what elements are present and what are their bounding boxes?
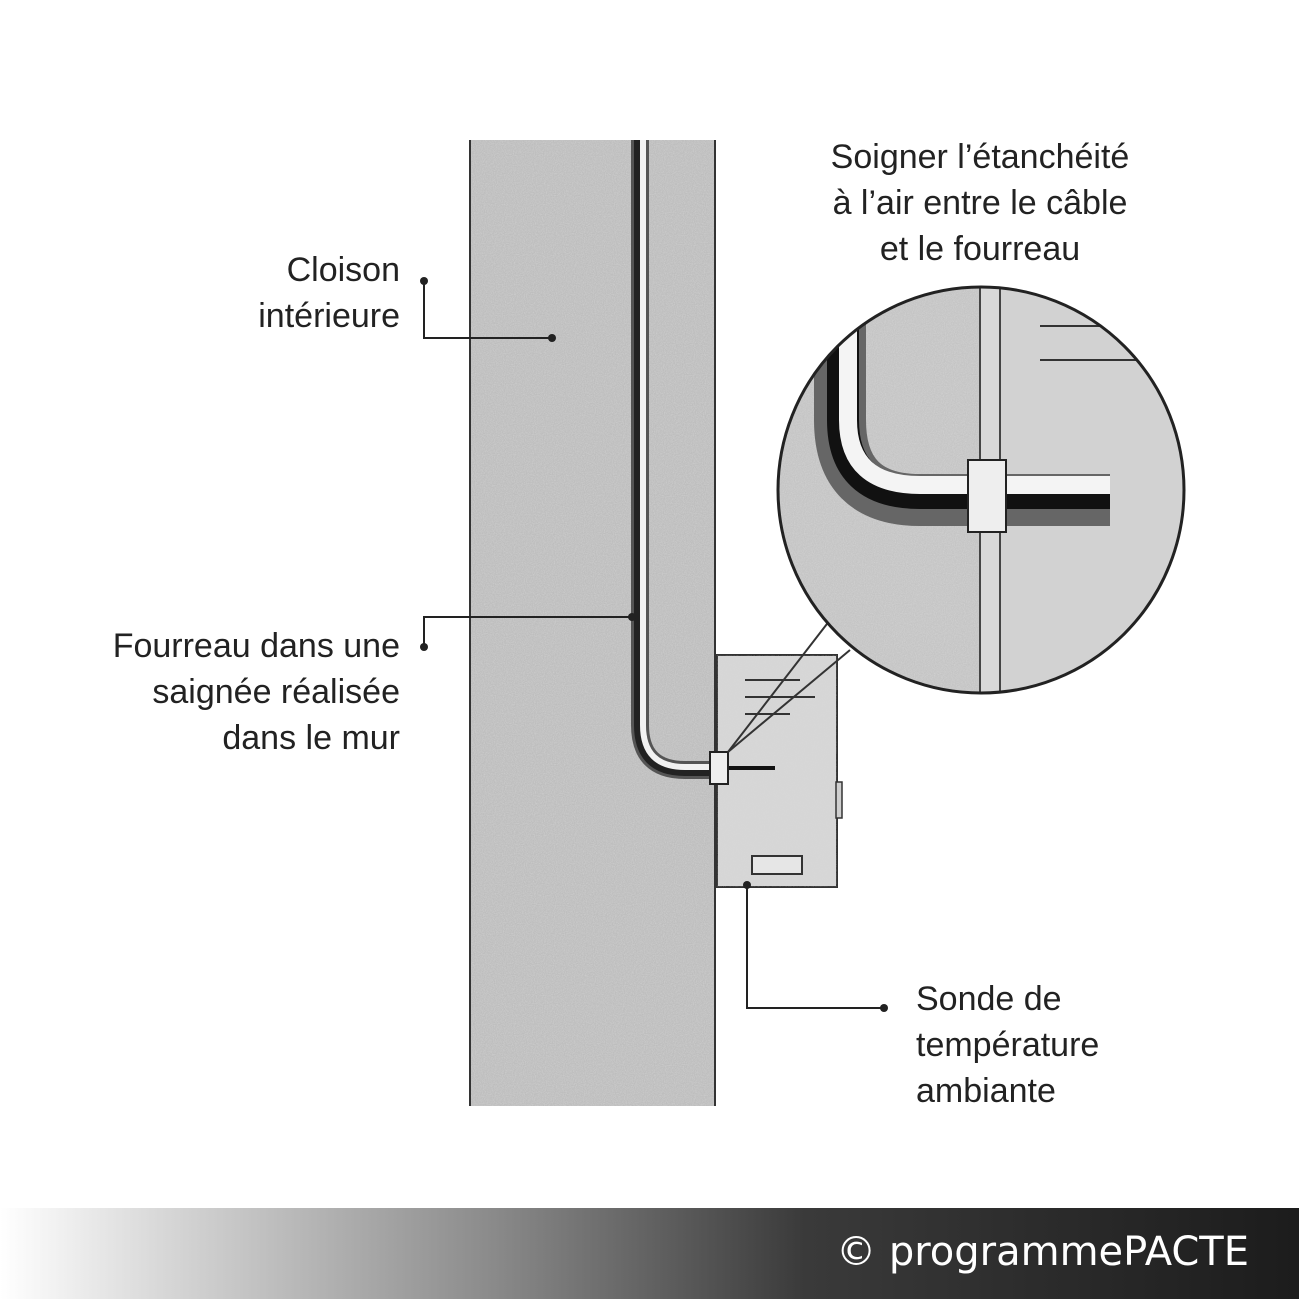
label-line: Soigner l’étanchéité — [830, 138, 1130, 176]
leader-fourreau — [423, 616, 632, 647]
label-line: Fourreau dans une — [112, 627, 400, 665]
interior-wall — [469, 140, 716, 1106]
leader-dot — [743, 881, 751, 889]
conduit — [631, 140, 712, 779]
copyright-text: © programmePACTE — [836, 1229, 1249, 1275]
leader-dot — [420, 643, 428, 651]
detail-zoom-circle — [776, 285, 1186, 695]
leader-dot — [880, 1004, 888, 1012]
label-sonde: Sonde de température ambiante — [916, 976, 1216, 1114]
label-line: et le fourreau — [879, 230, 1081, 268]
label-line: dans le mur — [222, 719, 400, 757]
leader-dot — [628, 613, 636, 621]
label-line: à l’air entre le câble — [832, 184, 1128, 222]
leader-cloison — [423, 281, 552, 339]
temperature-sensor-box — [709, 654, 843, 888]
zoom-pointer — [727, 619, 851, 753]
footer-banner: © programmePACTE — [0, 1208, 1299, 1299]
leader-dot — [420, 277, 428, 285]
label-line: Sonde de — [916, 980, 1062, 1018]
label-line: température — [916, 1026, 1100, 1064]
label-cloison: Cloison intérieure — [200, 247, 400, 339]
label-line: saignée réalisée — [152, 673, 400, 711]
leader-sonde — [746, 885, 884, 1009]
leader-dot — [548, 334, 556, 342]
label-line: intérieure — [258, 297, 400, 335]
label-fourreau: Fourreau dans une saignée réalisée dans … — [60, 623, 400, 761]
label-etancheite: Soigner l’étanchéité à l’air entre le câ… — [780, 134, 1180, 272]
label-line: Cloison — [286, 251, 400, 289]
label-line: ambiante — [916, 1072, 1056, 1110]
